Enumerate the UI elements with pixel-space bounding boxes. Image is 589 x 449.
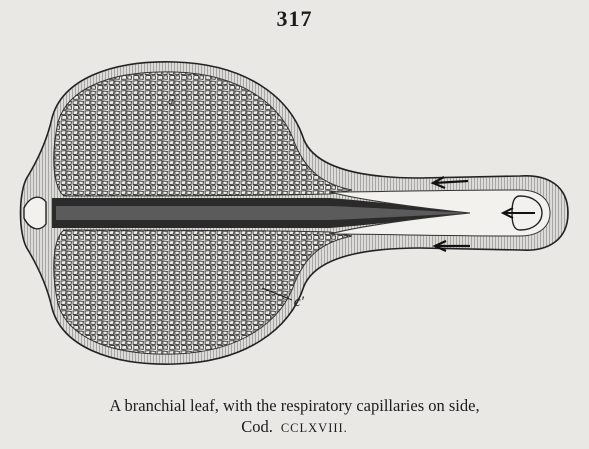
caption-species: Cod. [241,417,273,436]
lamina-label: a [168,95,174,107]
capillary-network-lower [54,230,352,354]
capillary-network-upper [54,72,352,196]
leaf-notch [24,197,46,229]
figure-caption-line-2: Cod. CCLXVIII. [0,417,589,438]
capillary-label: c' [294,294,305,310]
figure-caption-line-1: A branchial leaf, with the respiratory c… [0,396,589,416]
caption-plate-number: CCLXVIII. [281,421,348,435]
